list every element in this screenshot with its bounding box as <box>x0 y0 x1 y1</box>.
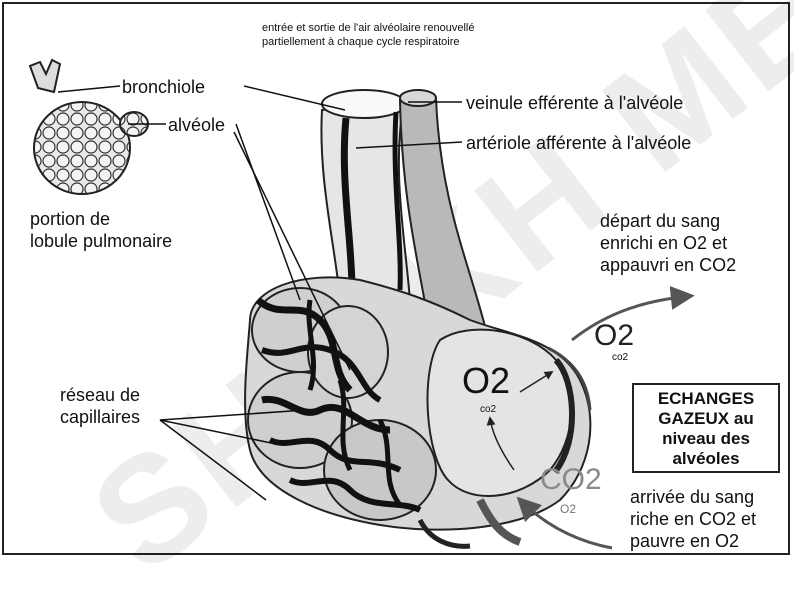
box-line-3: niveau des <box>634 429 778 449</box>
label-depart-line-3: appauvri en CO2 <box>600 254 736 276</box>
header-line-2: partiellement à chaque cycle respiratoir… <box>262 36 460 49</box>
box-line-4: alvéoles <box>634 449 778 469</box>
bronchiole-tube <box>321 90 410 300</box>
label-reseau-line-1: réseau de <box>60 384 140 406</box>
gas-co2-bottom: CO2 <box>540 464 602 496</box>
gas-co2-inner: co2 <box>480 404 496 416</box>
label-veinule: veinule efférente à l'alvéole <box>466 92 683 114</box>
alveoli-illustration <box>0 0 794 559</box>
label-arrivee-line-3: pauvre en O2 <box>630 530 739 552</box>
gas-o2-bottom: O2 <box>560 502 576 516</box>
gas-o2-inner: O2 <box>462 362 510 400</box>
label-arrivee-line-1: arrivée du sang <box>630 486 754 508</box>
label-reseau-line-2: capillaires <box>60 406 140 428</box>
header-line-1: entrée et sortie de l'air alvéolaire ren… <box>262 22 474 35</box>
label-lobule-line-2: lobule pulmonaire <box>30 230 172 252</box>
label-lobule-line-1: portion de <box>30 208 110 230</box>
diagram-canvas: SHEIKH MEDI <box>0 0 794 559</box>
label-arrivee-line-2: riche en CO2 et <box>630 508 756 530</box>
alveolar-sacs <box>245 277 590 546</box>
label-arteriole: artériole afférente à l'alvéole <box>466 132 691 154</box>
label-alveole: alvéole <box>168 114 225 136</box>
gas-co2-right: co2 <box>612 352 628 364</box>
gas-o2-right: O2 <box>594 320 634 352</box>
box-line-1: ECHANGES <box>634 389 778 409</box>
label-depart-line-1: départ du sang <box>600 210 720 232</box>
label-bronchiole: bronchiole <box>122 76 205 98</box>
box-line-2: GAZEUX au <box>634 409 778 429</box>
gas-exchange-title-box: ECHANGES GAZEUX au niveau des alvéoles <box>632 383 780 473</box>
vessel-column <box>400 90 486 330</box>
label-depart-line-2: enrichi en O2 et <box>600 232 727 254</box>
